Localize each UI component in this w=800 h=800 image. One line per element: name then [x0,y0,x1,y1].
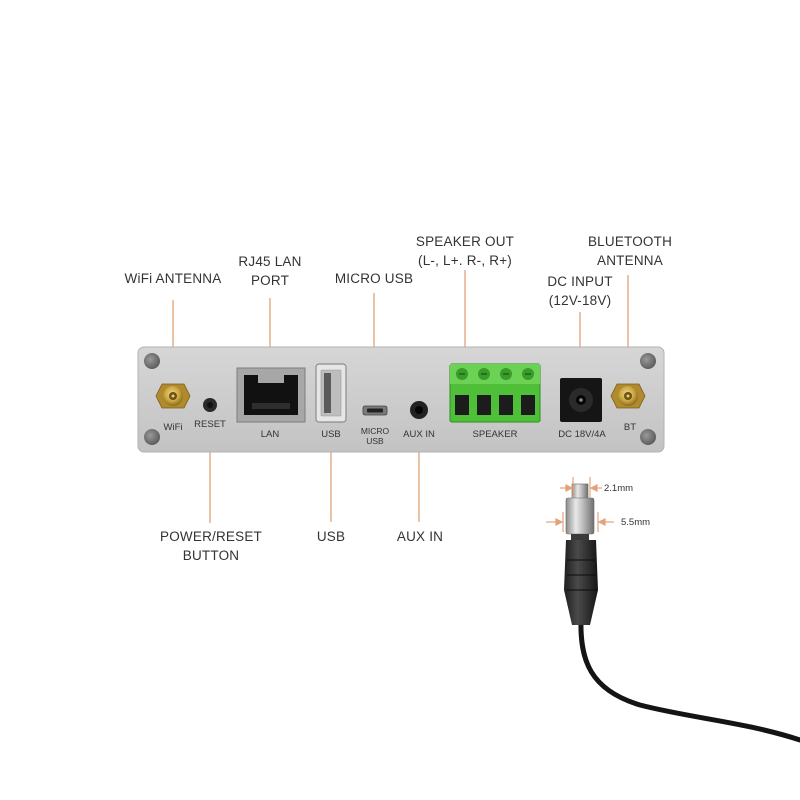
panel-label-speaker: SPEAKER [473,429,518,440]
callout-dc-input-line2: (12V-18V) [548,293,612,308]
screw-bottom-left [144,429,160,445]
callout-rj45-line1: RJ45 LAN [238,254,302,269]
lan-port [236,367,306,423]
dc-input-jack [560,378,602,422]
panel-label-bt: BT [624,422,636,433]
panel-label-reset: RESET [194,419,226,430]
panel-label-aux-in: AUX IN [403,429,435,440]
callout-wifi-antenna: WiFi ANTENNA [115,269,231,288]
panel-labels: WiFi RESET LAN USB MICRO USB AUX IN SPEA… [164,419,637,446]
speaker-terminal-block [449,363,541,423]
screw-bottom-right [640,429,656,445]
callout-dc-input-line1: DC INPUT [547,274,613,289]
usb-port [315,363,347,423]
callout-wifi-antenna-line1: WiFi ANTENNA [124,271,222,286]
callout-speaker-out: SPEAKER OUT (L-, L+. R-, R+) [405,232,525,270]
callout-power-reset-line1: POWER/RESET [160,529,262,544]
callout-dc-input: DC INPUT (12V-18V) [535,272,625,310]
callout-speaker-out-line1: SPEAKER OUT [415,234,515,249]
aux-in-jack [410,401,428,419]
callout-micro-usb: MICRO USB [326,269,422,288]
callout-power-reset-line2: BUTTON [182,548,240,563]
callout-power-reset: POWER/RESET BUTTON [156,527,266,565]
panel-label-micro-usb-line1: MICRO [361,426,390,436]
callout-bluetooth: BLUETOOTH ANTENNA [578,232,682,270]
callout-speaker-out-line2: (L-, L+. R-, R+) [418,253,512,268]
panel-label-micro-usb-line2: USB [366,436,384,446]
panel-label-lan: LAN [261,429,280,440]
dimension-label-inner: 2.1mm [604,483,633,494]
callout-micro-usb-line1: MICRO USB [334,271,414,286]
bt-antenna-connector [610,383,646,409]
callout-aux-in-line1: AUX IN [396,529,444,544]
callout-bluetooth-line1: BLUETOOTH [587,234,673,249]
screw-top-left [144,353,160,369]
screw-top-right [640,353,656,369]
callout-rj45-line2: PORT [250,273,290,288]
plug-dimension-markers [546,477,614,532]
wifi-antenna-connector [155,383,191,409]
callout-bluetooth-line2: ANTENNA [597,253,663,268]
callout-rj45: RJ45 LAN PORT [222,252,318,290]
dc-cable [578,617,800,743]
micro-usb-port [362,405,388,416]
callout-usb: USB [301,527,361,546]
panel-label-dc: DC 18V/4A [558,429,606,440]
reset-button [203,398,217,412]
dimension-label-outer: 5.5mm [621,517,650,528]
callout-usb-line1: USB [316,529,346,544]
callout-aux-in: AUX IN [384,527,456,546]
panel-label-usb: USB [321,429,341,440]
dc-plug [564,483,800,743]
panel-label-wifi: WiFi [164,422,183,433]
